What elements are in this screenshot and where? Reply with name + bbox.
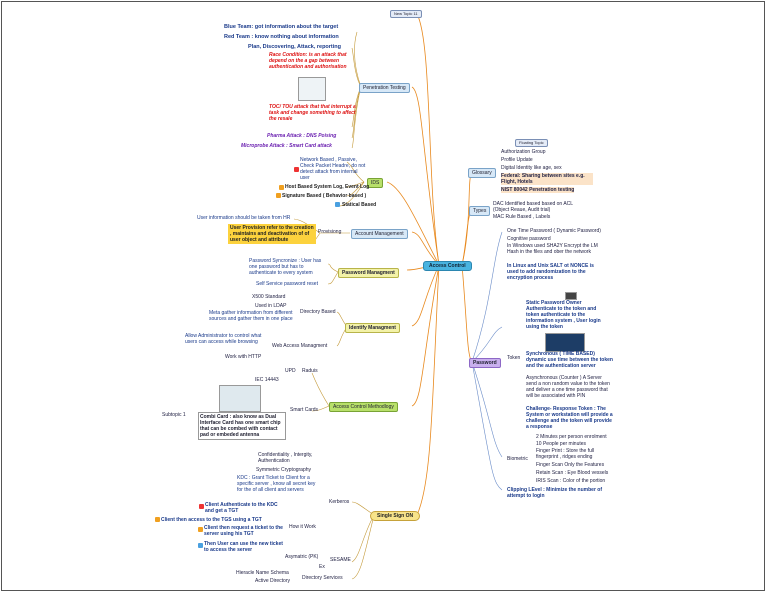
dac-text: DAC Identified based based on ACL (Objec… (493, 201, 573, 213)
asynchronous-text: Asynchronous (Counter ) A Server send a … (526, 375, 610, 399)
single-sign-on-node[interactable]: Single Sign ON (370, 511, 421, 521)
combi-card-text: Combi Card : also know as Dual Interface… (198, 412, 286, 440)
race-condition-text: Race Condition: is an attack that depend… (269, 52, 347, 70)
warning-icon (276, 193, 281, 198)
finger-scan-text: Finger Scan Only the Features (536, 462, 605, 468)
request-ticket-text: Client then request a ticket to the serv… (204, 525, 283, 537)
directory-based-text: Directory Based (300, 309, 336, 315)
subtopic-text: Subtopic 1 (162, 412, 186, 418)
conf-integrity-text: Confidentiality , Intergity, Authenticat… (258, 452, 313, 464)
how-it-work-text: How it Work (289, 524, 316, 530)
token-icon (565, 292, 577, 300)
provisiong-label: Provisiong (318, 229, 342, 235)
profile-update-text: Profile Update (501, 157, 533, 163)
kerberos-text: Kerberos (329, 499, 350, 505)
authorization-group-text: Authorization Group (501, 149, 546, 155)
self-service-text: Self Service password reset (256, 281, 318, 287)
blue-team-text: Blue Team: got information about the tar… (224, 24, 339, 30)
then-user-text: Then User can use the new ticket to acce… (204, 541, 283, 553)
windows-text: In Windows used SHA2Y Encrypt the LM Has… (507, 243, 598, 255)
biometric-enrolment-text: 2 Minutes per person enrolment (536, 434, 607, 440)
floating-topic-node[interactable]: Floating Topic (515, 139, 548, 147)
mac-text: MAC Rule Based , Labels (493, 214, 551, 220)
password-sync-text: Password Syncronize : User has one passw… (249, 258, 322, 276)
provision-text: User Provision refer to the creation , m… (228, 224, 316, 244)
biometric-label: Biometric (507, 456, 528, 462)
token-label: Token (507, 355, 521, 361)
signature-based-text: Signature Based ( Behavior based ) (282, 193, 367, 199)
identity-management-node[interactable]: Identify Managment (345, 323, 400, 333)
nist-text: NIST 80042 Penetration testing (501, 187, 575, 193)
active-directory-text: Active Directory (255, 578, 291, 584)
hierarchical-text: Hieracle Name Schema (236, 570, 289, 576)
tgs-text: Client then access to the TGS using a TG… (161, 517, 262, 523)
iris-scan-text: IRIS Scan : Color of the portion (536, 478, 606, 484)
symmetric-text: Symmetric Cryptography (256, 467, 312, 473)
access-control-methodology-node[interactable]: Access Control Methodlogy (329, 402, 398, 412)
smart-cards-text: Smart Cards (290, 407, 319, 413)
token-device-picture (545, 333, 585, 352)
kdc-auth-text: Client Authenticate to the KDC and get a… (205, 502, 278, 514)
challenge-response-text: Challenge- Response Token : The System o… (526, 406, 613, 430)
meta-text: Meta gather information from different s… (209, 310, 293, 322)
network-based-text: Network Based , Passive, Check Packet He… (300, 157, 366, 181)
new-topic-node[interactable]: New Topic 11 (390, 10, 422, 18)
penetration-testing-node[interactable]: Penetration Testing (359, 83, 410, 93)
work-http-text: Work with HTTP (225, 354, 262, 360)
retina-scan-text: Retain Scan : Eye Blood vessels (536, 470, 609, 476)
screenshot-thumbnail (298, 77, 326, 101)
digital-identity-text: Digital Identity like age, sex (501, 165, 562, 171)
directory-services-text: Directory Services (302, 575, 343, 581)
kdc-text: KDC : Grant Ticket to Client for a speci… (237, 475, 316, 493)
warning-icon (198, 527, 203, 532)
info-icon (335, 202, 340, 207)
biometric-people-text: 10 People per minutes (536, 441, 587, 447)
host-based-text: Host Based System Log, Event Log (285, 184, 370, 190)
warning-icon (279, 185, 284, 190)
asymmetric-text: Asymatric (PK) (285, 554, 319, 560)
sesame-text: SESAME (330, 557, 351, 563)
fingerprint-text: Finger Print : Store the full fingerprin… (536, 448, 595, 460)
glossary-node[interactable]: Glossary (468, 168, 496, 178)
flag-icon (294, 167, 299, 172)
statical-based-text: Statical Based (342, 202, 377, 208)
otp-text: One Time Password ( Dynamic Password) (507, 228, 601, 234)
upd-text: UPD (285, 368, 296, 374)
password-node[interactable]: Password (469, 358, 501, 368)
clipping-level-text: Clipping LEvel : Minimize the number of … (507, 487, 603, 499)
ldap-text: Used in LDAP (255, 303, 287, 309)
user-info-text: User information should be taken from HR (197, 215, 291, 221)
ex-text: Ex (319, 564, 325, 570)
iec-text: IEC 14443 (255, 377, 279, 383)
web-access-text: Web Access Managment (272, 343, 328, 349)
federal-text: Federal: Sharing between sites e.g. Flig… (501, 173, 593, 185)
plan-text: Plan, Discovering, Attack, reporting (248, 44, 342, 50)
central-topic[interactable]: Access Control (423, 261, 472, 271)
toc-tou-text: TOC/ TOU attack that that interrupt a ta… (269, 104, 356, 122)
x500-text: X500 Standard (252, 294, 286, 300)
synchronous-text: Synchronous ( TIME BASED) dynamic use ti… (526, 351, 613, 369)
types-node[interactable]: Types (469, 206, 491, 216)
info-icon (198, 543, 203, 548)
flag-icon (199, 504, 204, 509)
smart-card-picture (219, 385, 261, 412)
static-password-text: Static Password Owner Authenticate to th… (526, 300, 601, 330)
red-team-text: Red Team : know nothing about informatio… (224, 34, 339, 40)
account-management-node[interactable]: Account Management (351, 229, 408, 239)
pharma-attack-text: Pharma Attack : DNS Poising (267, 133, 337, 139)
ids-node[interactable]: IDS (367, 178, 384, 188)
cognitive-text: Cognitive password (507, 236, 551, 242)
linux-text: In Linux and Unix SALT ot NONCE is used … (507, 263, 594, 281)
password-management-node[interactable]: Password Managment (338, 268, 399, 278)
microprobe-attack-text: Microprobe Attack : Smart Card attack (241, 143, 332, 149)
radius-text: Raduis (302, 368, 318, 374)
warning-icon (155, 517, 160, 522)
allow-admin-text: Allow Administrator to control what user… (185, 333, 262, 345)
